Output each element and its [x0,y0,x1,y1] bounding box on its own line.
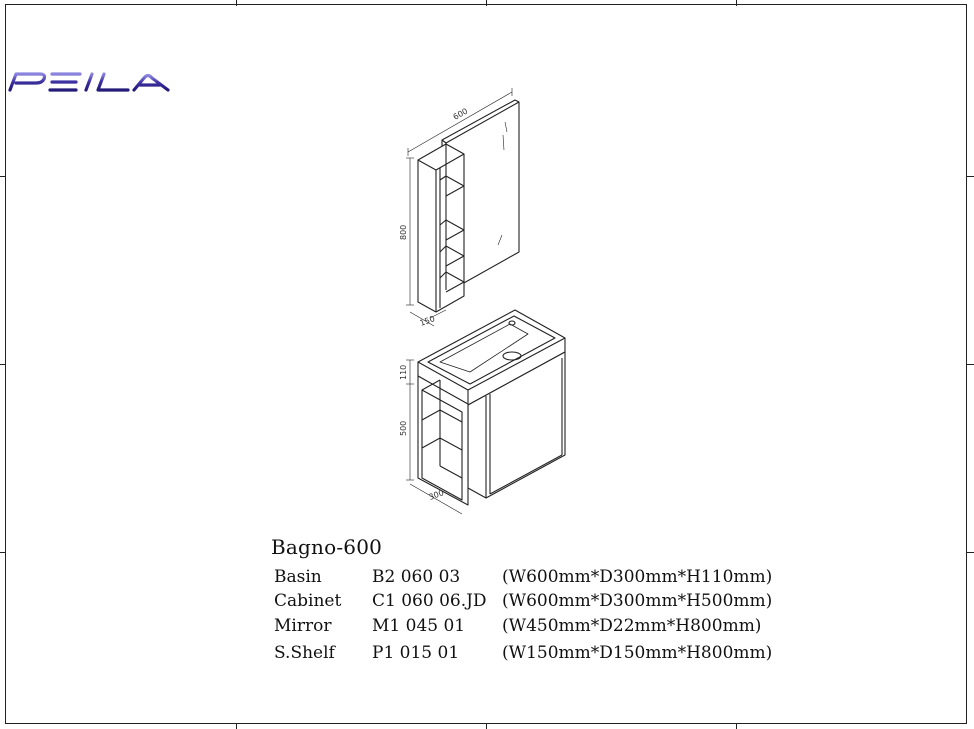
dim-label-width: 600 [452,106,470,121]
product-title: Bagno-600 [271,535,383,559]
frame-tick-left-2 [0,364,6,365]
frame-tick-top-1 [236,0,237,6]
side-shelf-upper [417,143,465,313]
spec-code: C1 060 06.JD [372,591,487,611]
spec-name: Cabinet [274,591,342,611]
frame-tick-bottom-1 [236,723,237,729]
spec-dimensions: (W450mm*D22mm*H800mm) [502,616,762,636]
frame-tick-left-1 [0,176,6,177]
spec-code: P1 015 01 [372,643,460,663]
frame-tick-top-2 [486,0,487,6]
spec-name: Mirror [274,616,332,636]
spec-code: B2 060 03 [372,567,461,587]
dim-label-mirror-height: 800 [399,225,408,240]
frame-tick-bottom-3 [736,723,737,729]
side-shelf-lower [417,375,469,506]
spec-code: M1 045 01 [372,616,466,636]
frame-tick-right-1 [967,176,974,177]
frame-tick-top-3 [736,0,737,6]
dim-label-cabinet-height: 500 [399,421,408,436]
spec-name: S.Shelf [274,643,335,663]
peila-logo [8,72,170,92]
frame-tick-right-2 [967,364,974,365]
frame-tick-right-3 [967,552,974,553]
spec-dimensions: (W150mm*D150mm*H800mm) [502,643,773,663]
frame-tick-left-3 [0,552,6,553]
spec-name: Basin [274,567,322,587]
spec-dimensions: (W600mm*D300mm*H110mm) [502,567,773,587]
frame-tick-bottom-2 [486,723,487,729]
spec-dimensions: (W600mm*D300mm*H500mm) [502,591,773,611]
dim-label-cabinet-depth: 300 [428,488,445,502]
dim-label-basin-height: 110 [399,365,408,380]
